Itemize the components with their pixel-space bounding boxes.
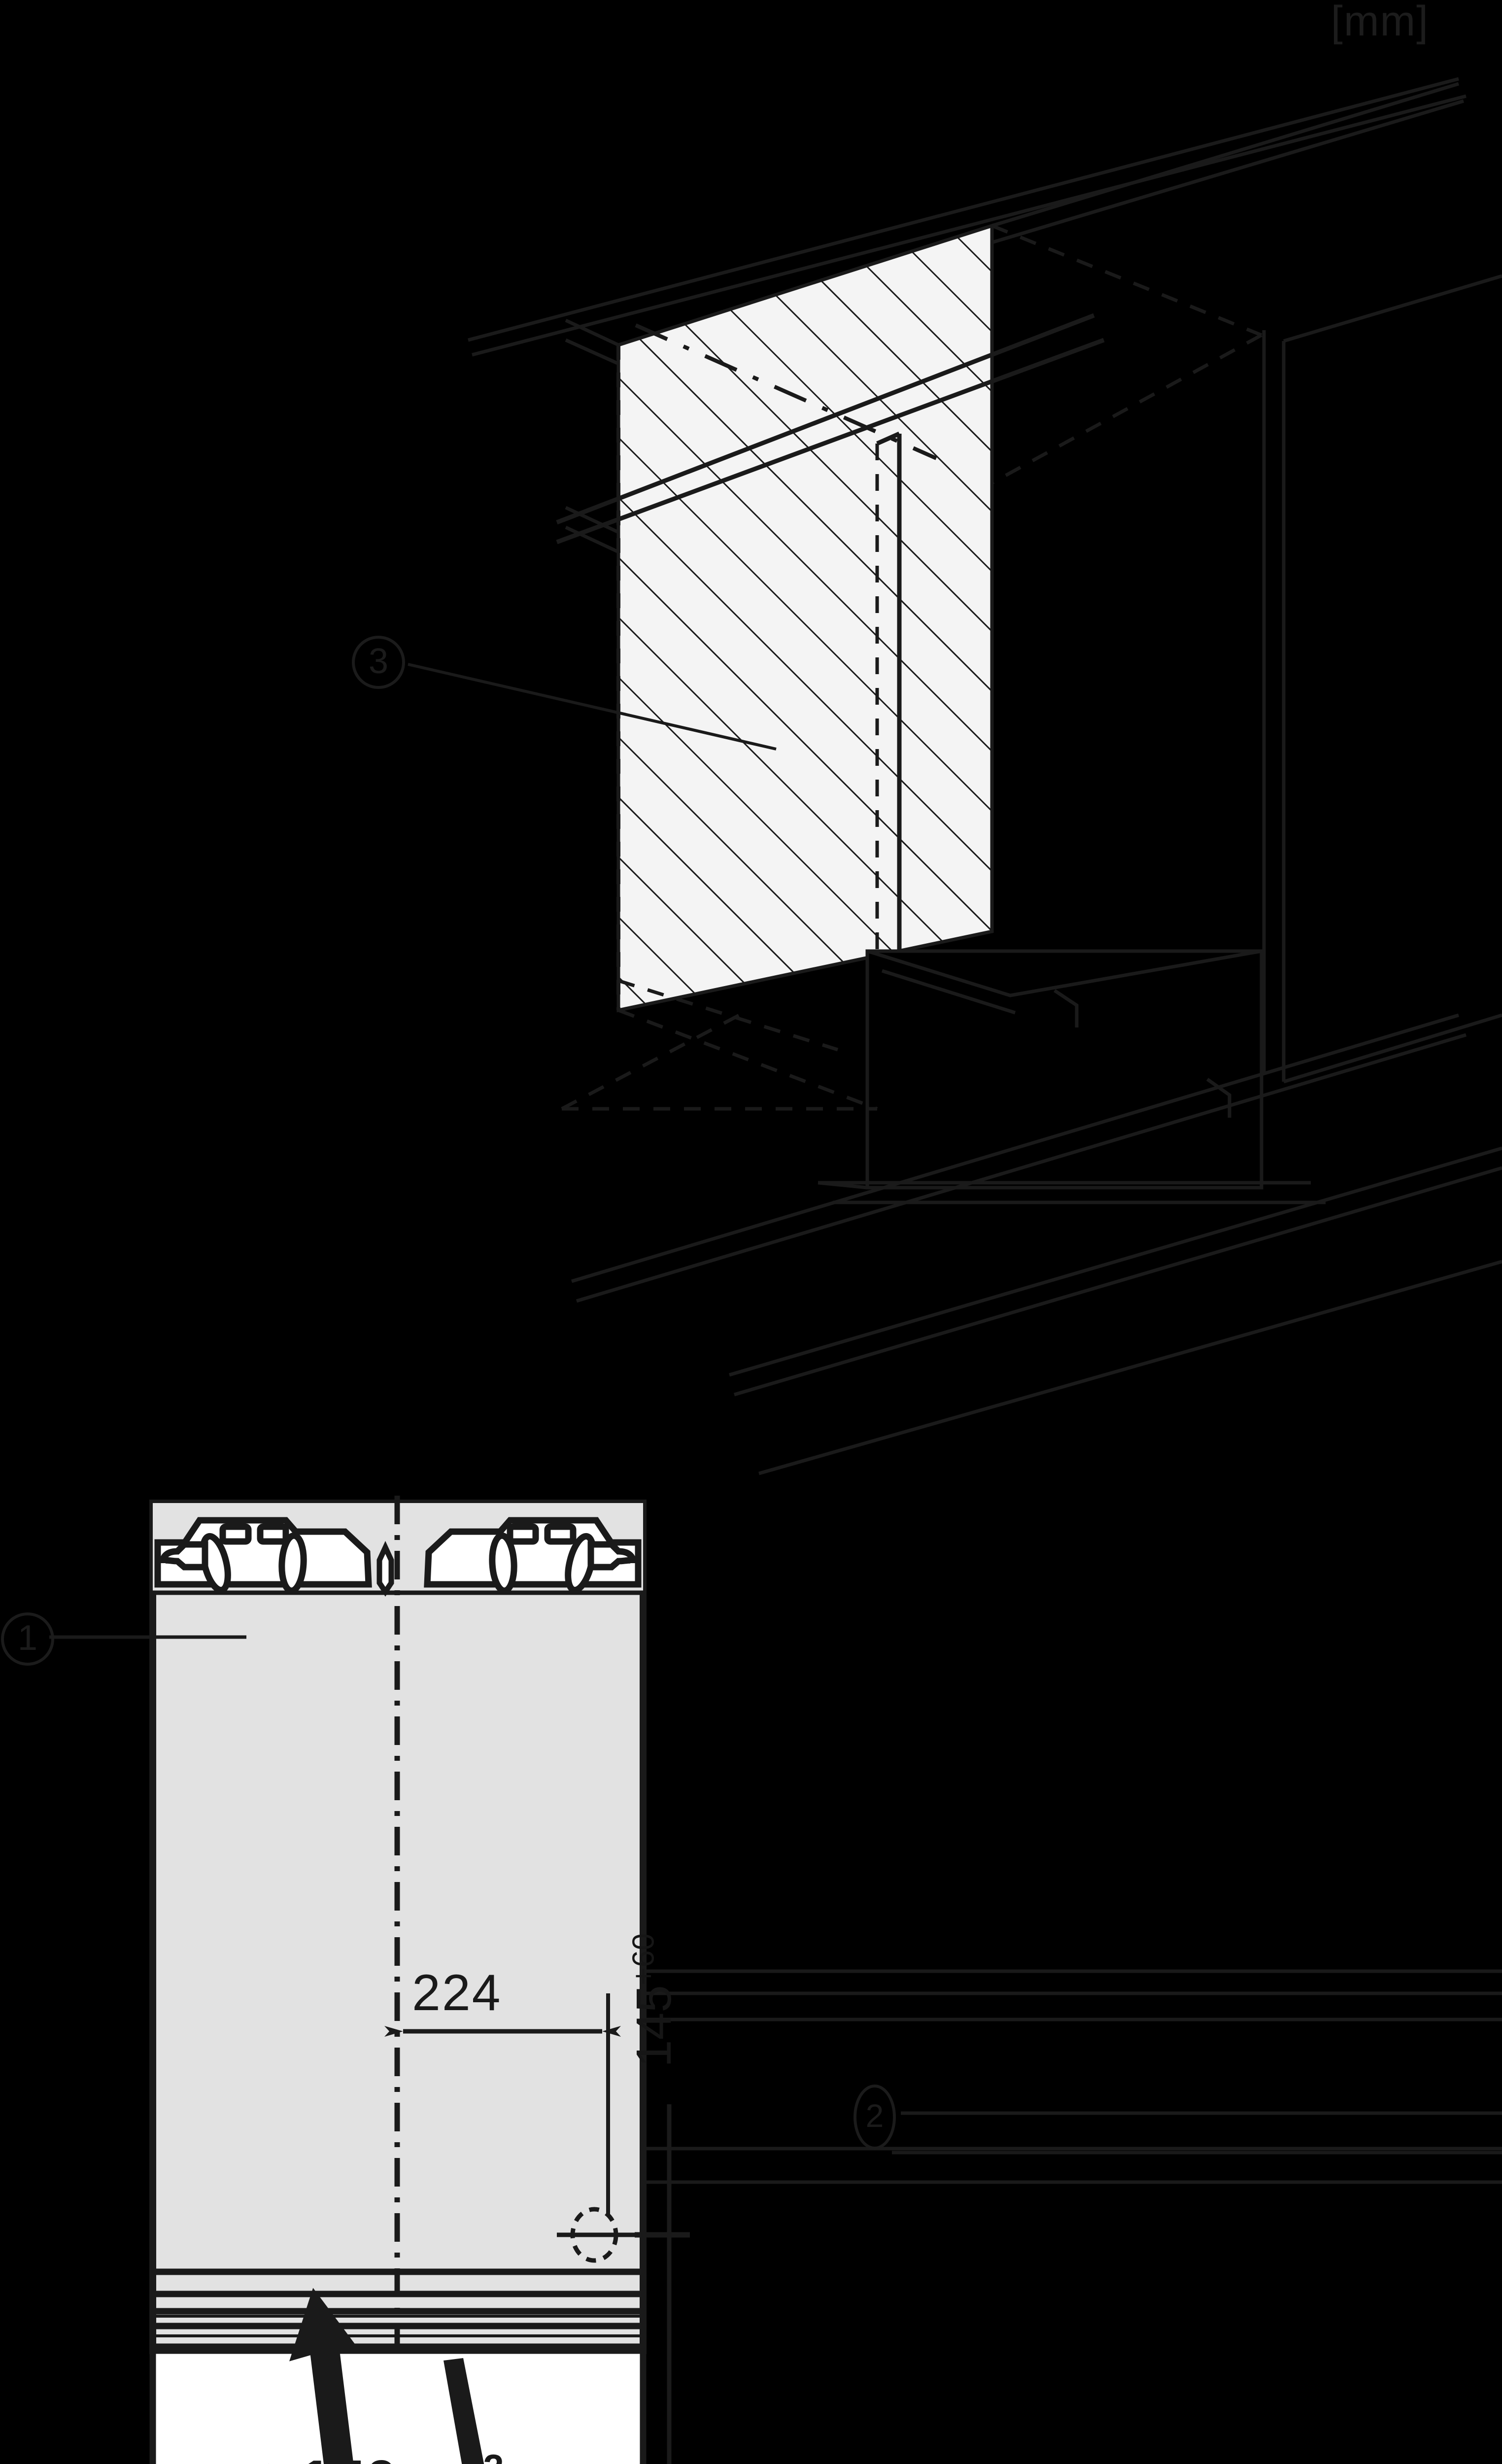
- callout-1-label: 1: [1, 1612, 54, 1666]
- isometric-view: [408, 77, 1502, 1475]
- cabinet-right-back-low: [1283, 1013, 1502, 1084]
- base-notch: [1054, 989, 1079, 1027]
- ventilation-value: ≥150cm: [267, 2448, 483, 2464]
- cabinet-hidden-diag: [991, 333, 1263, 485]
- cabinet-right-back: [1283, 274, 1502, 343]
- callout-marker-3: 3: [352, 636, 405, 689]
- hinge-pin-hole: [557, 2207, 636, 2263]
- airflow-arrow-out: [444, 2358, 484, 2464]
- dimension-label-145-60: 145+60: [626, 1933, 683, 2067]
- hinge-oval-left-2: [278, 1532, 307, 1594]
- base-inner-chamfer: [881, 969, 1016, 1015]
- shelf-ledge-3: [565, 506, 619, 534]
- airflow-arrow-in: [289, 2288, 361, 2464]
- floor-rail-2: [576, 1033, 1467, 1303]
- cabinet-top-rail-far2: [472, 94, 1467, 357]
- hidden-projection-c: [561, 1013, 740, 1111]
- inner-post-top: [876, 431, 900, 446]
- callout-marker-2: 2: [853, 2085, 896, 2150]
- shelf-ledge-1: [565, 318, 619, 347]
- hinge-keyhole-left: [159, 1541, 208, 1571]
- floor-rail-1: [571, 1013, 1460, 1283]
- panel-centre-dashdot: [635, 323, 937, 460]
- hinge-bracket-right: [424, 1517, 642, 1594]
- dimension-224: [384, 1993, 621, 2215]
- floor-rail-4: [734, 1166, 1502, 1397]
- hinge-slot-left-1: [219, 1523, 252, 1545]
- callout-2-label: 2: [853, 2085, 896, 2150]
- callout-3-label: 3: [352, 636, 405, 689]
- diagonal-beam-upper: [556, 313, 1095, 525]
- ventilation-grille: [153, 2268, 643, 2350]
- cabinet-hidden-top-edge: [991, 224, 1263, 337]
- dimension-label-224: 224: [412, 1964, 502, 2021]
- hinge-slot-left-2: [257, 1523, 289, 1545]
- appliance-body: [149, 1500, 647, 2354]
- ventilation-exponent: 2: [483, 2447, 504, 2464]
- base-notch2: [1206, 1078, 1231, 1118]
- shelf-ledge-4: [565, 525, 619, 554]
- callout-marker-1: 1: [1, 1612, 54, 1666]
- plinth-panel: [149, 2347, 647, 2464]
- cabinet-top-rail-near: [991, 82, 1460, 228]
- hinge-keyhole-right: [587, 1541, 637, 1571]
- hinge-bracket-left: [154, 1517, 372, 1594]
- ventilation-label: ≥150cm2: [267, 2447, 504, 2464]
- front-elevation-view: [49, 1496, 1502, 2464]
- cabinet-top-rail-far: [468, 77, 1459, 342]
- hinge-slot-right-2: [507, 1523, 539, 1545]
- dimension-145-tolerance: +60: [626, 1933, 661, 1985]
- shelf-ledge-2: [565, 338, 619, 366]
- diagonal-beam-lower: [556, 338, 1105, 545]
- hinge-centre-pin: [376, 1540, 394, 1597]
- unit-label: [mm]: [1331, 0, 1429, 45]
- callout-3-leader: [408, 663, 777, 751]
- hatched-side-panel: [616, 223, 994, 1013]
- dimension-145-base: 145: [626, 1985, 682, 2067]
- dimension-145-60: [635, 1969, 1502, 2464]
- hidden-projection-d: [617, 979, 839, 1052]
- hinge-oval-right-2: [489, 1532, 517, 1594]
- floor-rail-5: [758, 1260, 1502, 1475]
- hidden-projection-a: [617, 1008, 878, 1111]
- floor-rail-3: [729, 1146, 1502, 1377]
- hinge-slot-right-1: [544, 1523, 577, 1545]
- base-top-chamfer: [866, 949, 1262, 997]
- cabinet-top-rail-near2: [991, 99, 1465, 244]
